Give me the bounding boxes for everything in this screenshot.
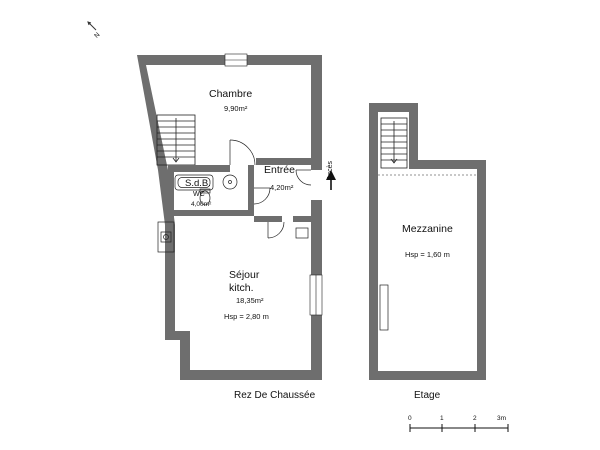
stairs-etage bbox=[380, 117, 408, 169]
sink-icon bbox=[222, 174, 238, 190]
room-area-chambre: 9,90m² bbox=[224, 104, 248, 113]
scale-tick-1: 1 bbox=[440, 415, 444, 422]
scale-bar bbox=[409, 424, 509, 432]
north-arrow-icon bbox=[87, 21, 97, 31]
room-name-chambre: Chambre bbox=[209, 88, 253, 100]
kitchen-counter bbox=[157, 221, 175, 253]
bathtub-icon bbox=[174, 174, 214, 191]
rez-inner-floor bbox=[146, 65, 311, 370]
room-name-kitch: kitch. bbox=[229, 282, 254, 294]
wall-chambre-bottom bbox=[168, 165, 230, 172]
room-name-wc: WC bbox=[193, 191, 205, 198]
door-chambre bbox=[229, 139, 256, 166]
room-area-sdb: 4,00m² bbox=[191, 201, 212, 208]
scale-tick-0: 0 bbox=[408, 415, 412, 422]
door-sdb bbox=[253, 187, 271, 205]
toilet-icon bbox=[199, 188, 211, 206]
room-name-mezzanine: Mezzanine bbox=[402, 223, 453, 235]
door-entree bbox=[295, 169, 312, 186]
access-label: Accès bbox=[327, 160, 334, 180]
room-name-sdb: S.d.B. bbox=[185, 178, 211, 189]
wall-sdb-right bbox=[248, 165, 254, 210]
ceiling-height-mezzanine: Hsp = 1,60 m bbox=[405, 250, 450, 259]
room-area-sejour: 18,35m² bbox=[236, 296, 264, 305]
scale-tick-3: 3m bbox=[497, 415, 507, 422]
scale-tick-2: 2 bbox=[473, 415, 477, 422]
caption-rez: Rez De Chaussée bbox=[234, 390, 316, 401]
access-arrow-icon bbox=[326, 170, 336, 190]
door-sejour bbox=[267, 221, 285, 239]
room-area-entree: 4,20m² bbox=[270, 183, 294, 192]
ceiling-height-sejour: Hsp = 2,80 m bbox=[224, 312, 269, 321]
room-name-entree: Entrée bbox=[264, 164, 295, 176]
etage-inner-floor bbox=[378, 112, 477, 371]
room-name-sejour: Séjour bbox=[229, 269, 260, 281]
caption-etage: Etage bbox=[414, 390, 441, 401]
window-etage bbox=[379, 284, 389, 331]
